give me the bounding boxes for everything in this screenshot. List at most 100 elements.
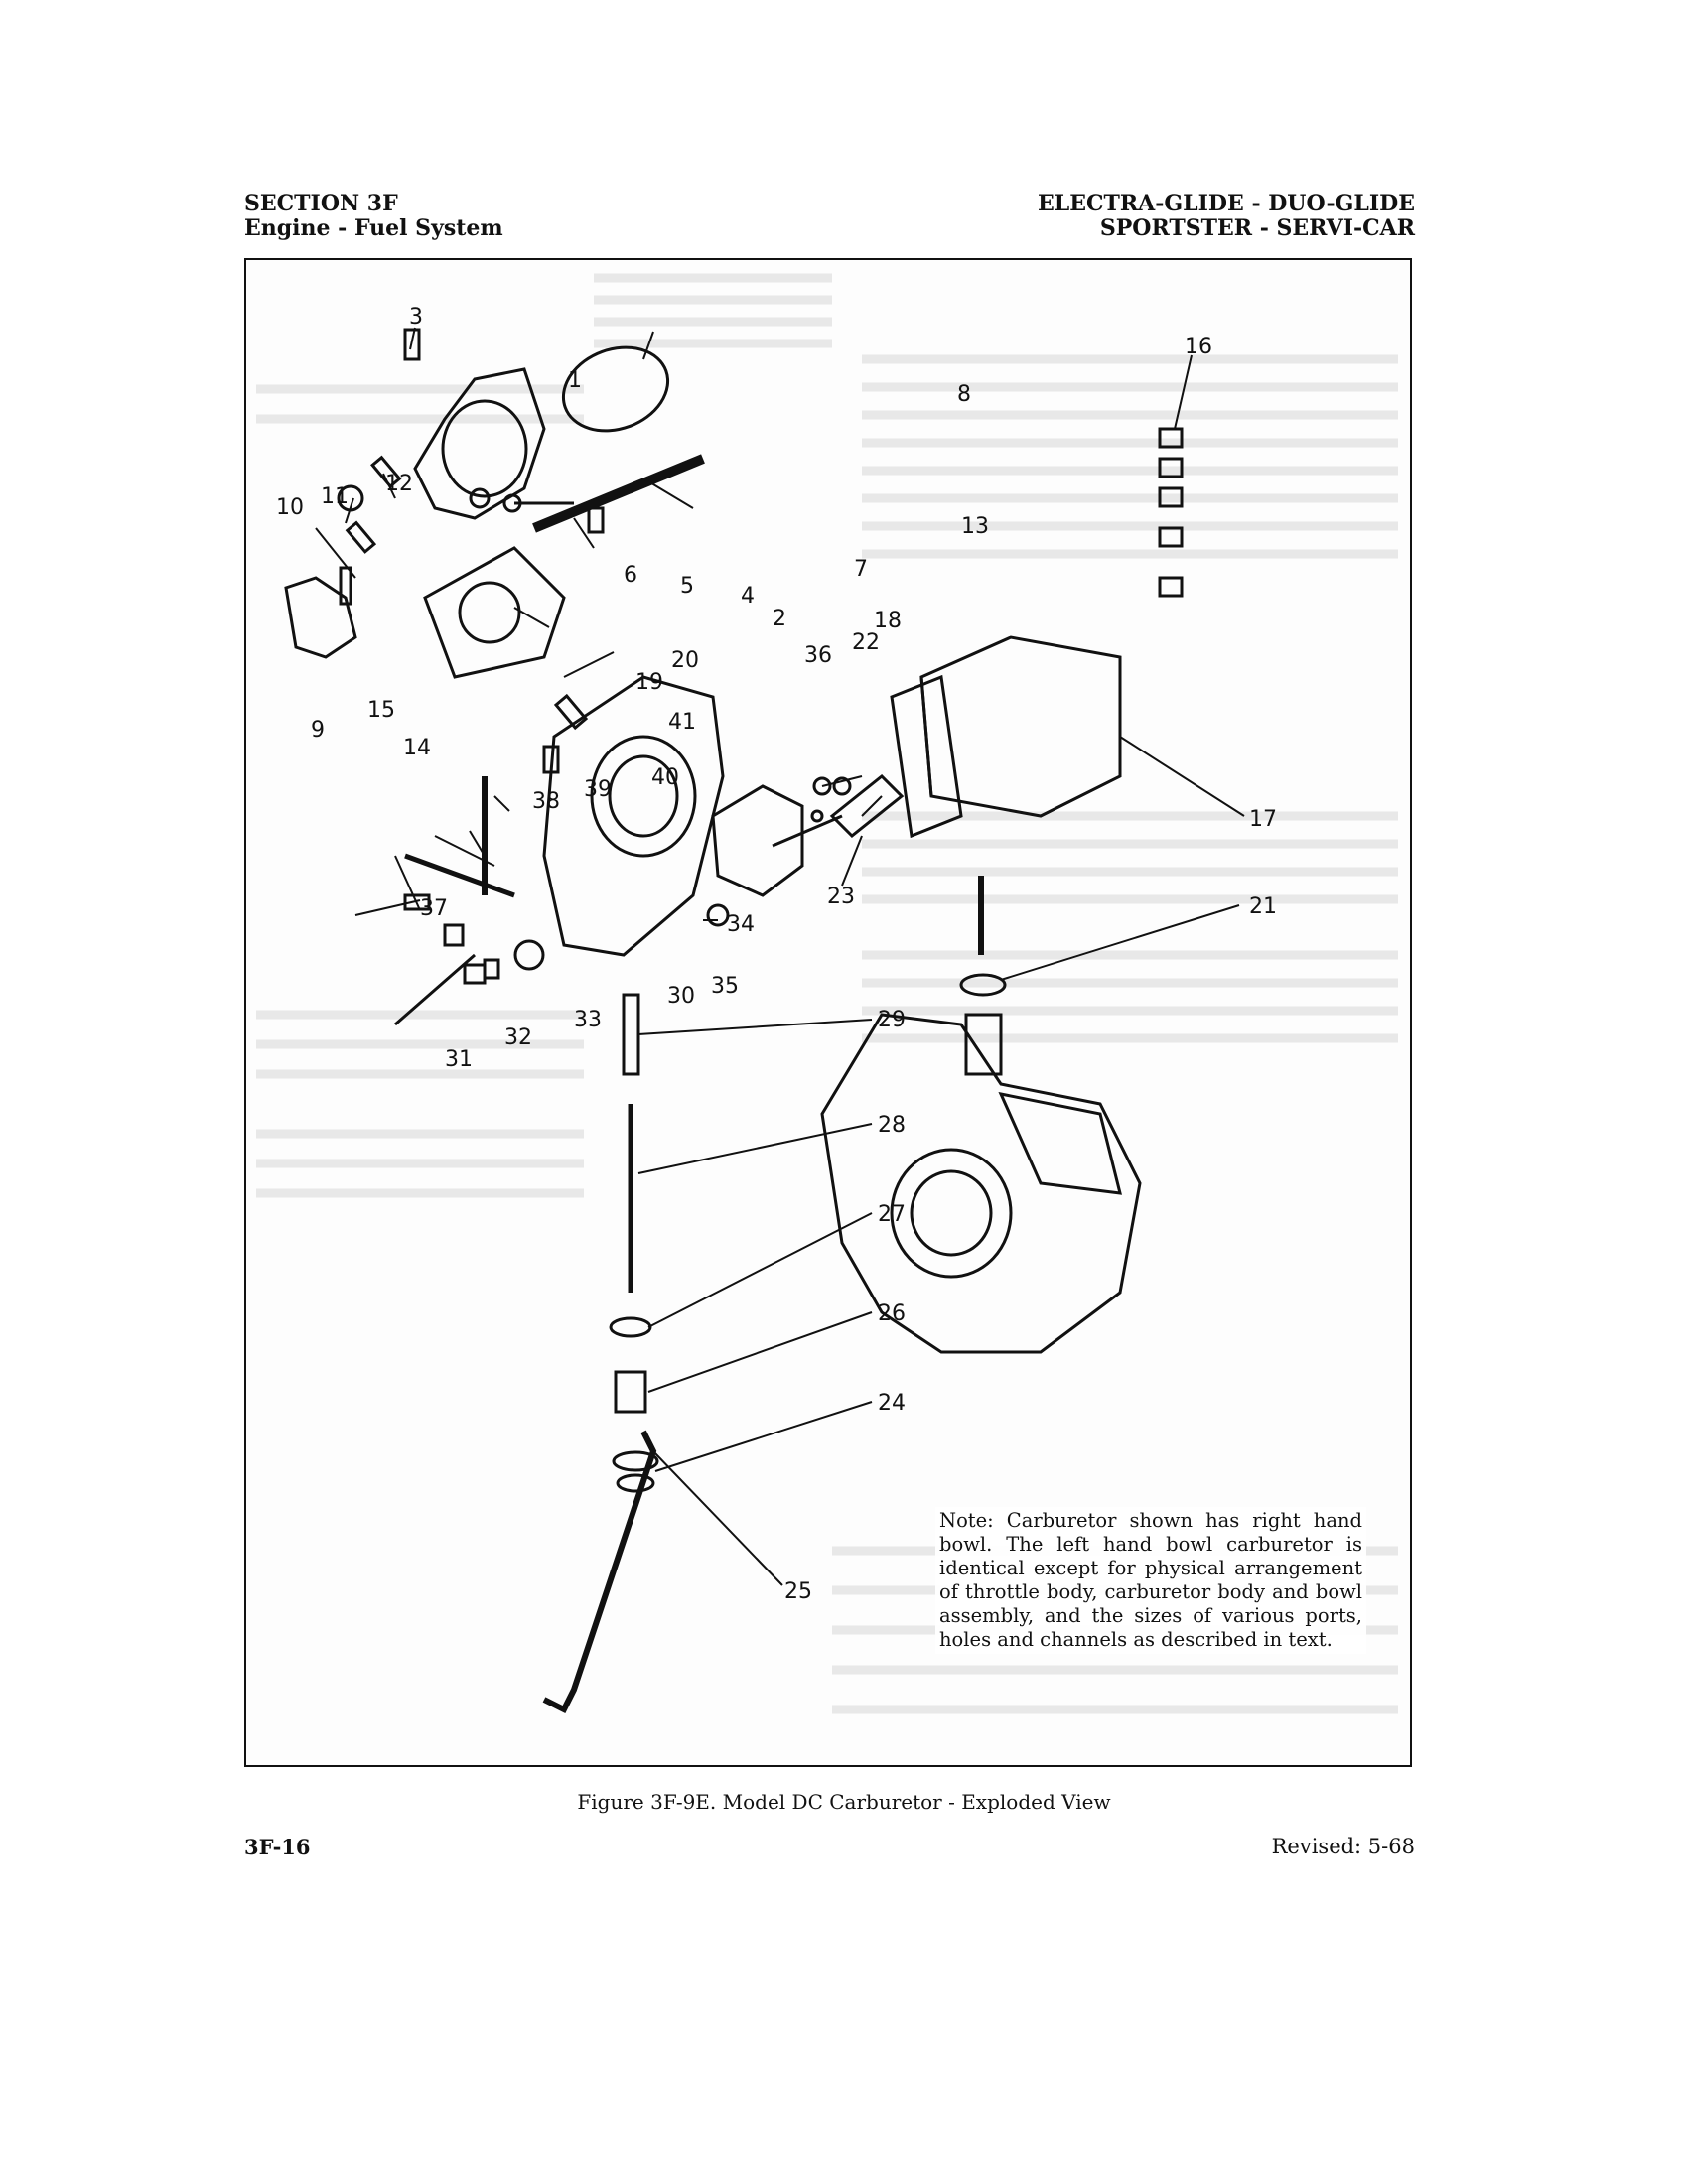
callout-6: 6: [624, 563, 637, 588]
revision-date: Revised: 5-68: [1271, 1835, 1415, 1858]
callout-41: 41: [668, 710, 696, 735]
callout-25: 25: [784, 1579, 812, 1604]
screw-37: [403, 893, 431, 911]
throttle-lever: [284, 576, 357, 659]
idle-needle-31: [394, 953, 476, 1026]
screw-3: [403, 328, 421, 361]
float: [711, 784, 804, 897]
callout-17: 17: [1249, 807, 1277, 832]
screw-16b: [1158, 457, 1184, 478]
callout-39: 39: [584, 777, 612, 802]
callout-40: 40: [651, 765, 679, 790]
callout-1: 1: [568, 368, 582, 393]
callout-2: 2: [773, 607, 786, 631]
washer-24a: [612, 1450, 659, 1472]
callout-19: 19: [635, 670, 663, 695]
float-lever: [829, 773, 905, 839]
throttle-disc: [561, 345, 670, 433]
high-speed-jet: [622, 993, 640, 1076]
callout-numbers: 1 2 3 4 5 6 7 8 9 10 11 12 13 14 15 16 1…: [276, 305, 1277, 1604]
nut-24b: [616, 1473, 655, 1493]
carburetor-body: [542, 675, 725, 957]
callout-35: 35: [711, 974, 739, 999]
screw-41: [542, 745, 560, 774]
callout-9: 9: [311, 718, 325, 743]
callout-30: 30: [667, 984, 695, 1009]
model-line-2: SPORTSTER - SERVI-CAR: [1099, 215, 1415, 241]
callout-37: 37: [420, 896, 448, 921]
callout-29: 29: [878, 1008, 906, 1032]
float-bowl: [919, 635, 1122, 818]
screw-34: [706, 903, 730, 927]
callout-34: 34: [727, 912, 755, 937]
screw-15: [345, 520, 377, 554]
throttle-body: [413, 367, 546, 520]
section-header: SECTION 3F Engine - Fuel System: [244, 192, 503, 241]
callout-15: 15: [367, 698, 395, 723]
link-39: [404, 853, 515, 898]
washer-21: [959, 973, 1007, 997]
callout-8: 8: [957, 382, 971, 407]
screw-12: [370, 455, 402, 489]
callout-20: 20: [671, 648, 699, 673]
page-number: 3F-16: [244, 1835, 311, 1859]
fitting-30: [513, 939, 545, 971]
callout-4: 4: [741, 584, 755, 609]
venturi: [590, 735, 697, 858]
spring-6: [469, 487, 491, 509]
throttle-bore: [441, 399, 528, 498]
callout-32: 32: [504, 1025, 532, 1050]
jet-nut: [614, 1370, 647, 1414]
screw-16e: [1158, 576, 1184, 598]
pin-19: [810, 809, 824, 823]
bowl-gasket: [890, 674, 963, 839]
pin-36: [553, 693, 589, 731]
brace: [542, 1430, 657, 1714]
callout-11: 11: [321, 484, 349, 509]
callout-27: 27: [878, 1202, 906, 1227]
callout-21: 21: [1249, 894, 1277, 919]
section-title: SECTION 3F: [244, 191, 398, 216]
screw-16c: [1158, 486, 1184, 508]
callout-3: 3: [409, 305, 423, 330]
screw-22: [812, 776, 832, 796]
callout-7: 7: [854, 557, 868, 582]
callout-5: 5: [680, 574, 694, 599]
assembled-carburetor: [820, 1013, 1142, 1354]
screw-9: [339, 566, 352, 606]
callout-12: 12: [385, 472, 413, 496]
leader-lines: [315, 327, 1245, 1586]
figure-caption: Figure 3F-9E. Model DC Carburetor - Expl…: [577, 1790, 1111, 1814]
throttle-shaft: [532, 454, 705, 533]
plug-35: [443, 923, 465, 947]
section-subtitle: Engine - Fuel System: [244, 215, 503, 241]
bowl-drain-plug: [964, 1013, 1003, 1076]
callout-38: 38: [532, 789, 560, 814]
model-header: ELECTRA-GLIDE - DUO-GLIDE SPORTSTER - SE…: [1038, 192, 1415, 241]
nut-33: [483, 958, 500, 980]
callout-22: 22: [852, 630, 880, 655]
callout-10: 10: [276, 495, 304, 520]
callout-23: 23: [827, 885, 855, 909]
callout-24: 24: [878, 1391, 906, 1416]
callout-18: 18: [874, 609, 902, 633]
callout-36: 36: [804, 643, 832, 668]
callout-33: 33: [574, 1008, 602, 1032]
callout-26: 26: [878, 1301, 906, 1326]
figure-frame: 1 2 3 4 5 6 7 8 9 10 11 12 13 14 15 16 1…: [244, 258, 1412, 1767]
spring-32: [463, 963, 487, 985]
screw-16a: [1158, 427, 1184, 449]
callout-16: 16: [1185, 335, 1212, 359]
callout-14: 14: [403, 736, 431, 760]
carburetor-parts: [284, 328, 1184, 1714]
model-line-1: ELECTRA-GLIDE - DUO-GLIDE: [1038, 191, 1415, 216]
screw-7: [587, 506, 605, 534]
callout-31: 31: [445, 1047, 473, 1072]
callout-13: 13: [961, 514, 989, 539]
figure-note: Note: Carburetor shown has right hand bo…: [935, 1507, 1366, 1654]
screw-16d: [1158, 526, 1184, 548]
washer-27: [609, 1316, 652, 1338]
callout-28: 28: [878, 1113, 906, 1138]
assembled-bore: [890, 1148, 1013, 1279]
gasket: [423, 546, 566, 679]
